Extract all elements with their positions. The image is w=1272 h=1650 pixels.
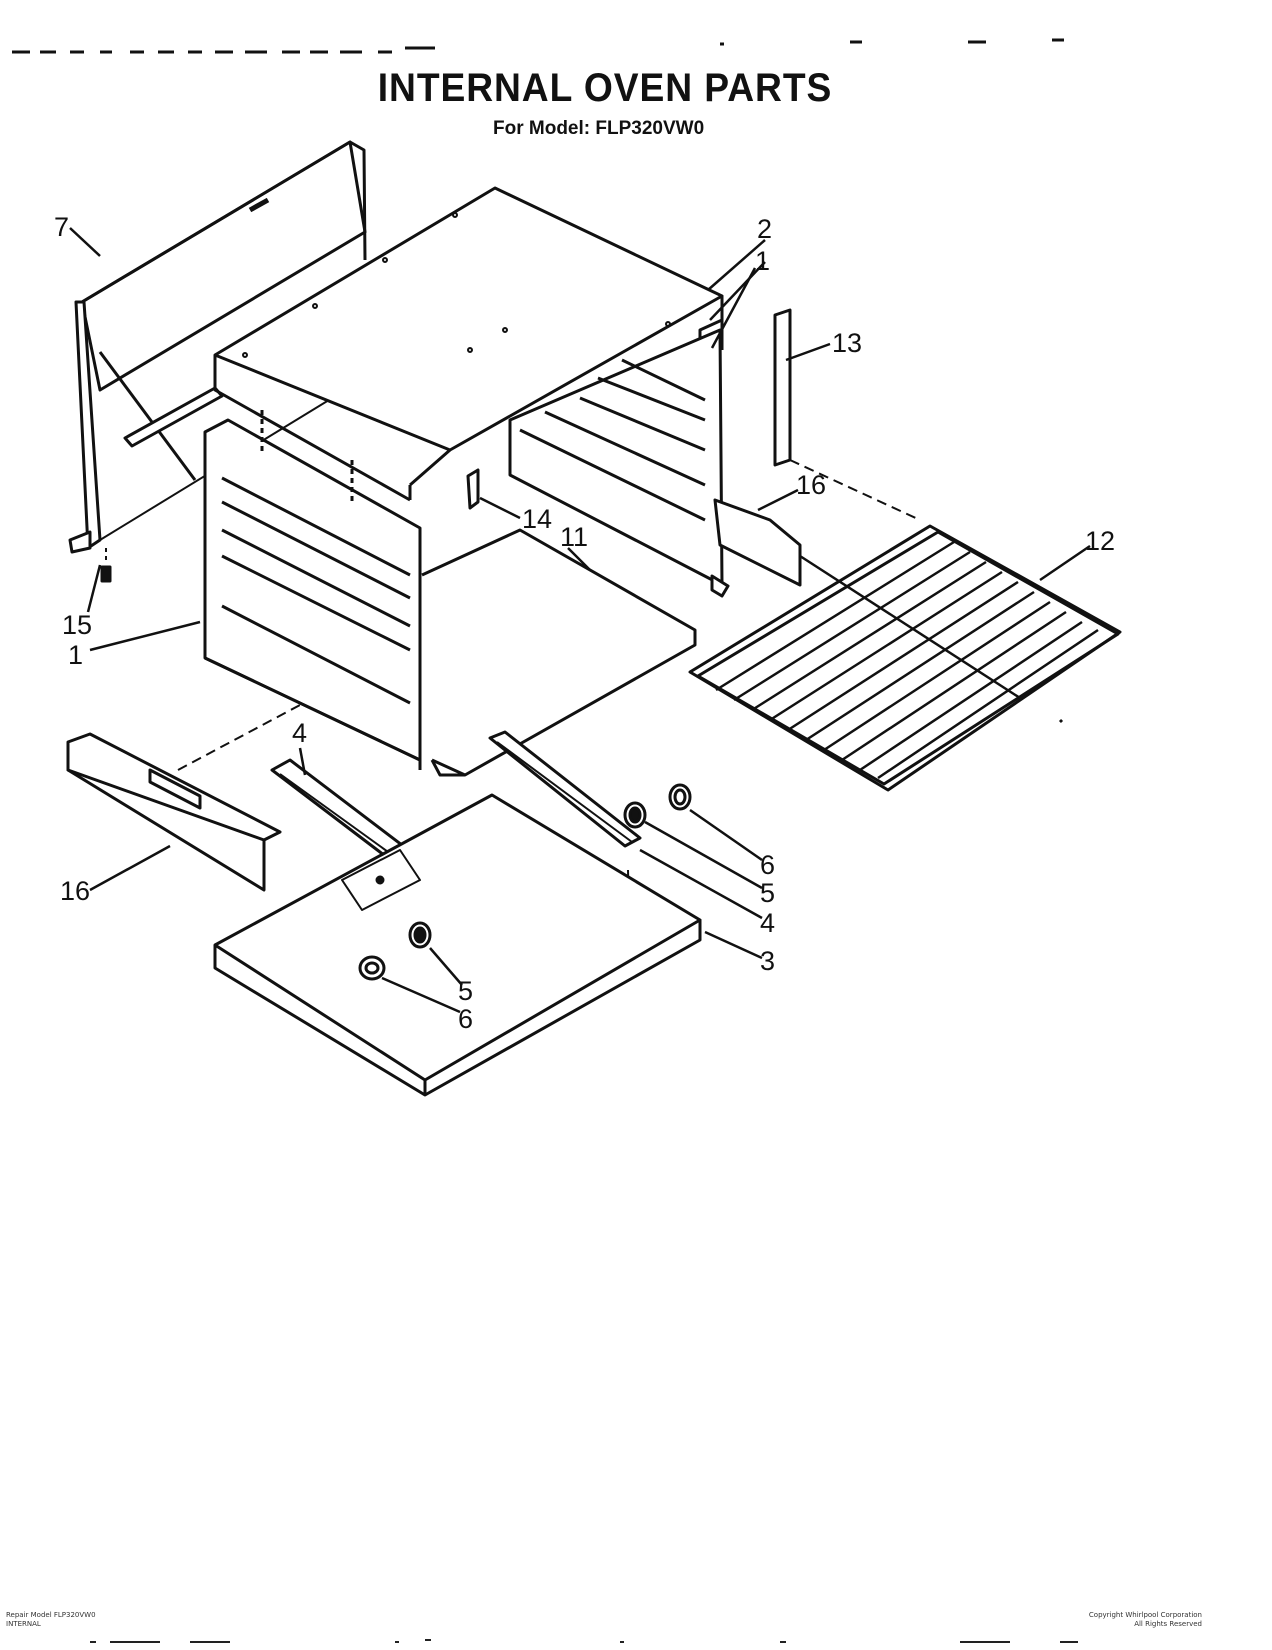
footer-right-line2: All Rights Reserved: [1134, 1620, 1202, 1628]
part-15-clip: [100, 548, 112, 583]
callout-16-right: 16: [796, 470, 826, 500]
callout-14: 14: [522, 504, 552, 534]
part-6-knob-right: [668, 783, 692, 811]
callout-16-left: 16: [60, 876, 90, 906]
callout-5-right: 5: [760, 878, 775, 908]
part-12-oven-rack: [688, 524, 1122, 792]
footer-left: Repair Model FLP320VW0 INTERNAL: [6, 1611, 96, 1629]
callout-2: 2: [757, 214, 772, 244]
callout-12: 12: [1085, 526, 1115, 556]
callout-6-right: 6: [760, 850, 775, 880]
part-16-trim-left: [66, 732, 282, 892]
part-16-trim-right: [713, 498, 802, 587]
callout-3: 3: [760, 946, 775, 976]
footer-right: Copyright Whirlpool Corporation All Righ…: [1089, 1611, 1202, 1629]
footer-right-line1: Copyright Whirlpool Corporation: [1088, 1611, 1202, 1619]
part-14-bracket: [466, 468, 480, 510]
part-13-strip: [773, 308, 921, 521]
callout-1-right: 1: [755, 246, 770, 276]
leader-lines: [69, 227, 1091, 1014]
guide-line: [177, 704, 301, 771]
page-title: INTERNAL OVEN PARTS: [377, 66, 833, 110]
left-rail-upper: [123, 386, 224, 448]
scan-noise-top: [12, 38, 1064, 54]
callout-13: 13: [832, 328, 862, 358]
footer-left-line1: Repair Model FLP320VW0: [6, 1611, 96, 1619]
callout-6-left: 6: [458, 1004, 473, 1034]
model-subtitle: For Model: FLP320VW0: [493, 118, 705, 139]
callout-1-left: 1: [68, 640, 83, 670]
part-5-roller-right: [623, 801, 647, 829]
footer-left-line2: INTERNAL: [6, 1620, 41, 1628]
part-3-oven-bottom: [213, 793, 702, 1097]
callout-15: 15: [62, 610, 92, 640]
callout-11: 11: [560, 522, 588, 552]
part-6-knob-left: [358, 955, 386, 981]
callout-4-top: 4: [292, 718, 307, 748]
part-4-slide-right: [488, 730, 642, 848]
callout-5-left: 5: [458, 976, 473, 1006]
callout-labels: 7 2 1 13 16 12 14 11 15 1 4 6 5 4 3 16 5…: [54, 212, 1115, 1034]
part-5-roller-left: [408, 921, 432, 949]
oven-cavity: [203, 186, 730, 777]
callout-4-right: 4: [760, 908, 775, 938]
scan-noise-bottom: [90, 1639, 1078, 1643]
callout-7: 7: [54, 212, 69, 242]
